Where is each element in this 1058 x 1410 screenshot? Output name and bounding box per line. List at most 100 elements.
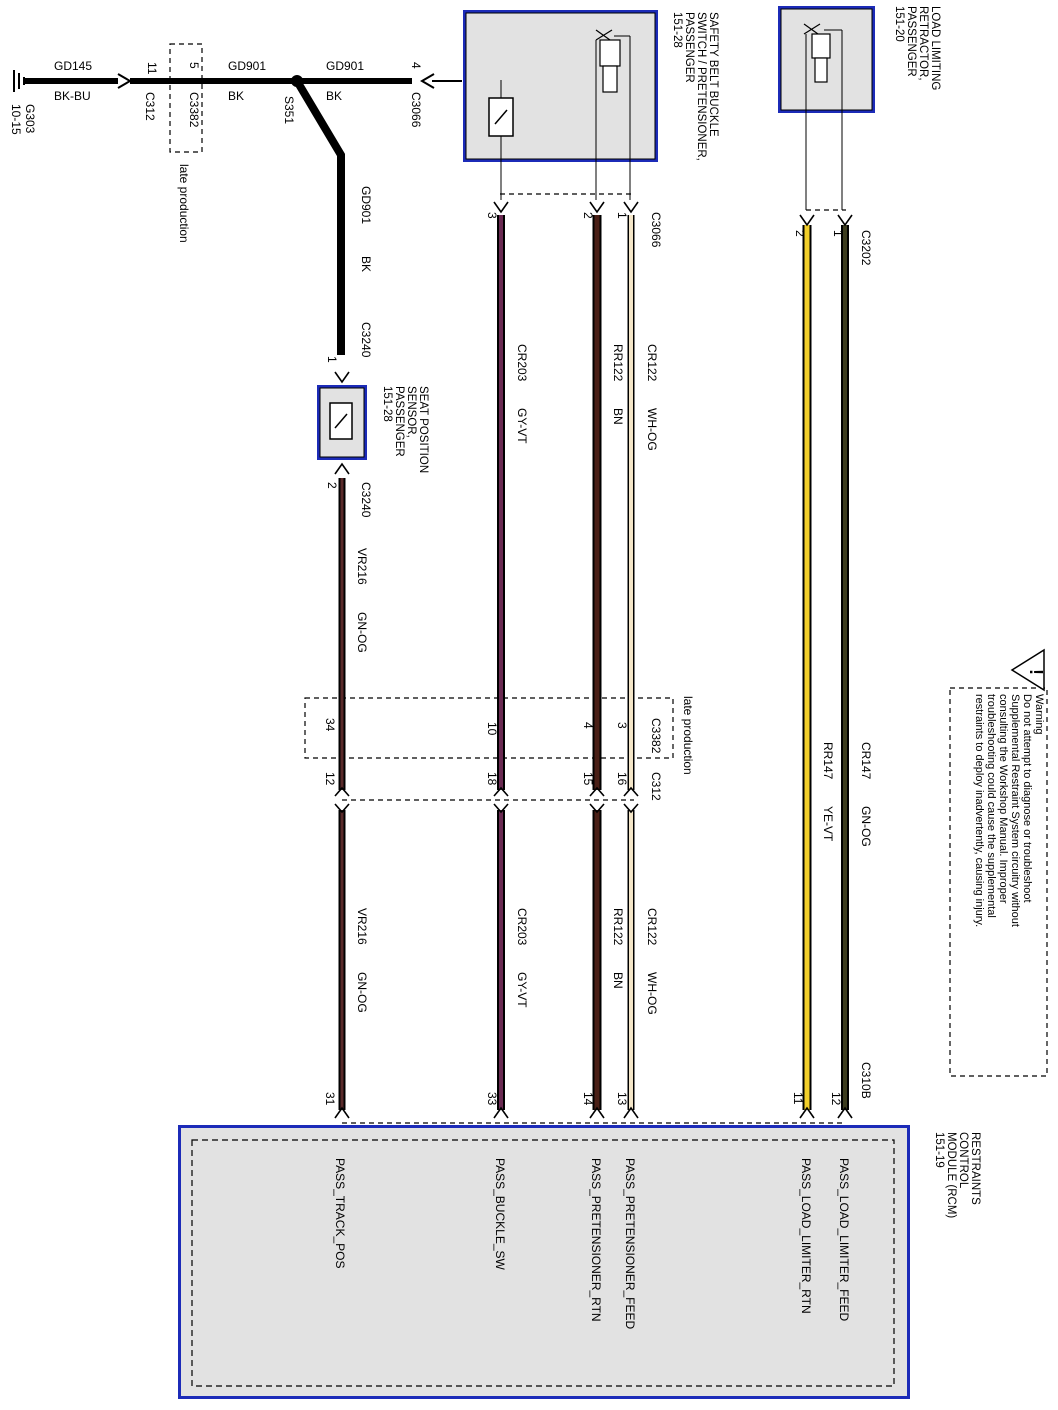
svg-text:PASSENGER: PASSENGER (905, 6, 917, 77)
late-production-mid: late production (681, 696, 695, 775)
pin-arrows (334, 201, 853, 1119)
rcm-label: RESTRAINTS CONTROL MODULE (RCM) 151-19 (933, 1132, 981, 1218)
ground-circuit-label: GD145 (54, 59, 92, 73)
buckle-label: SAFETY BELT BUCKLE SWITCH / PRETENSIONER… (671, 12, 719, 161)
svg-text:151-19: 151-19 (933, 1132, 945, 1168)
buckle-switch-component (463, 10, 658, 200)
svg-text:consulting the Workshop Manual: consulting the Workshop Manual. Improper (997, 694, 1009, 904)
gd901-branch-color: BK (359, 256, 373, 272)
gd901-seg1-circuit: GD901 (228, 59, 266, 73)
ground-symbol-icon (13, 70, 25, 92)
c3382-mid-label: C3382 (649, 718, 663, 754)
warning-triangle-icon: ! (1010, 648, 1046, 692)
pretensioner-squib-icon (595, 29, 621, 93)
svg-text:PASSENGER: PASSENGER (683, 12, 695, 83)
c3382-pin-label: 5 (187, 62, 201, 69)
c3066-gnd-pin: 4 (409, 62, 423, 69)
wire-label-cr203-lower: CR203 (515, 908, 529, 946)
wire-label-cr122-upper: CR122 (645, 344, 659, 382)
ground-color-label: BK-BU (54, 89, 91, 103)
svg-text:SENSOR,: SENSOR, (405, 386, 417, 438)
svg-text:151-28: 151-28 (671, 12, 683, 48)
c3382-top-box (169, 43, 203, 153)
svg-text:MODULE (RCM): MODULE (RCM) (945, 1132, 957, 1218)
c310b-label: C310B (859, 1062, 873, 1099)
wire-label-vr216-lower: VR216 (355, 908, 369, 945)
svg-text:151-20: 151-20 (893, 6, 905, 42)
retractor-component (778, 6, 875, 210)
svg-text:!: ! (1026, 669, 1046, 675)
wire-label-rr122-upper: RR122 (611, 344, 625, 382)
svg-text:Warning: Warning (1033, 694, 1045, 735)
wire-color-cr122-lower: WH-OG (645, 972, 659, 1015)
svg-text:Do not attempt to diagnose or: Do not attempt to diagnose or troublesho… (1021, 694, 1033, 903)
c3382-pin-34: 34 (323, 718, 337, 732)
c3240-pin-bottom: 2 (325, 482, 339, 489)
rcm-signal-pass-load-limiter-feed: PASS_LOAD_LIMITER_FEED (837, 1158, 851, 1322)
seat-sensor-component (317, 385, 367, 460)
rcm-signal-pass-load-limiter-rtn: PASS_LOAD_LIMITER_RTN (799, 1158, 813, 1314)
wire-color-cr203-upper: GY-VT (515, 408, 529, 444)
warning-text: Warning Do not attempt to diagnose or tr… (973, 694, 1045, 927)
c3202-pin-1: 1 (831, 230, 845, 237)
ground-ref-label: 10-15 (9, 104, 23, 135)
late-production-top: late production (177, 164, 191, 243)
rcm-signal-pass-pretensioner-feed: PASS_PRETENSIONER_FEED (623, 1158, 637, 1329)
splice-label: S351 (282, 96, 296, 124)
c310b-pin-13: 13 (615, 1092, 629, 1106)
c3202-label: C3202 (859, 230, 873, 266)
c310b-pin-31: 31 (323, 1092, 337, 1106)
c3382-top-label: C3382 (187, 92, 201, 128)
c312-top-label: C312 (143, 92, 157, 121)
c312-pin-label: 11 (145, 62, 159, 75)
rcm-component (178, 1125, 910, 1399)
c3066-pin-1: 1 (615, 212, 629, 219)
ground-name-label: G303 (23, 104, 37, 134)
c3382-pin-4: 4 (581, 722, 595, 729)
c3382-pin-3: 3 (615, 722, 629, 729)
retractor-squib-icon (803, 23, 831, 83)
seat-sensor-label: SEAT POSITION SENSOR, PASSENGER 151-28 (381, 386, 429, 473)
c310b-pin-11: 11 (791, 1092, 805, 1105)
c3240-bottom-label: C3240 (359, 482, 373, 518)
wire-label-rr122-lower: RR122 (611, 908, 625, 946)
c312-pin-12: 12 (323, 772, 337, 786)
svg-text:CONTROL: CONTROL (957, 1132, 969, 1189)
svg-text:RETRACTOR,: RETRACTOR, (917, 6, 929, 81)
c3066-label: C3066 (649, 212, 663, 248)
c3202-pin-2: 2 (793, 230, 807, 237)
c312-mid-label: C312 (649, 772, 663, 801)
c3066-gnd-label: C3066 (409, 92, 423, 128)
c312-pin-15: 15 (581, 772, 595, 786)
svg-text:SEAT POSITION: SEAT POSITION (417, 386, 429, 473)
svg-text:restraints to deploy inadverte: restraints to deploy inadvertently, caus… (973, 694, 985, 927)
wire-label-cr122-lower: CR122 (645, 908, 659, 946)
c3240-top-label: C3240 (359, 322, 373, 358)
c310b-pin-14: 14 (581, 1092, 595, 1106)
svg-text:LOAD LIMITING: LOAD LIMITING (929, 6, 941, 90)
ground-path (13, 43, 462, 355)
rcm-signal-pass-buckle-sw: PASS_BUCKLE_SW (493, 1158, 507, 1270)
wire-label-rr147: RR147 (821, 742, 835, 780)
c3382-pin-10: 10 (485, 722, 499, 736)
gd901-seg2-color: BK (326, 89, 342, 103)
c312-pin-18: 18 (485, 772, 499, 786)
svg-text:SAFETY BELT BUCKLE: SAFETY BELT BUCKLE (707, 12, 719, 137)
svg-text:troubleshooting could cause th: troubleshooting could cause the suppleme… (985, 694, 997, 918)
gd901-seg1-color: BK (228, 89, 244, 103)
c310b-pin-12: 12 (829, 1092, 843, 1106)
svg-text:SWITCH / PRETENSIONER,: SWITCH / PRETENSIONER, (695, 12, 707, 161)
rcm-signal-pass-track-pos: PASS_TRACK_POS (333, 1158, 347, 1268)
wire-color-vr216-upper: GN-OG (355, 612, 369, 653)
wire-color-rr122-lower: BN (611, 972, 625, 989)
c312-pin-16: 16 (615, 772, 629, 786)
c3066-pin-2: 2 (581, 212, 595, 219)
wire-label-cr203-upper: CR203 (515, 344, 529, 382)
wire-color-rr122-upper: BN (611, 408, 625, 425)
svg-text:151-28: 151-28 (381, 386, 393, 422)
retractor-label: LOAD LIMITING RETRACTOR, PASSENGER 151-2… (893, 6, 941, 90)
gd901-branch-circuit: GD901 (359, 186, 373, 224)
wire-color-cr122-upper: WH-OG (645, 408, 659, 451)
wire-color-vr216-lower: GN-OG (355, 972, 369, 1013)
gd901-seg2-circuit: GD901 (326, 59, 364, 73)
